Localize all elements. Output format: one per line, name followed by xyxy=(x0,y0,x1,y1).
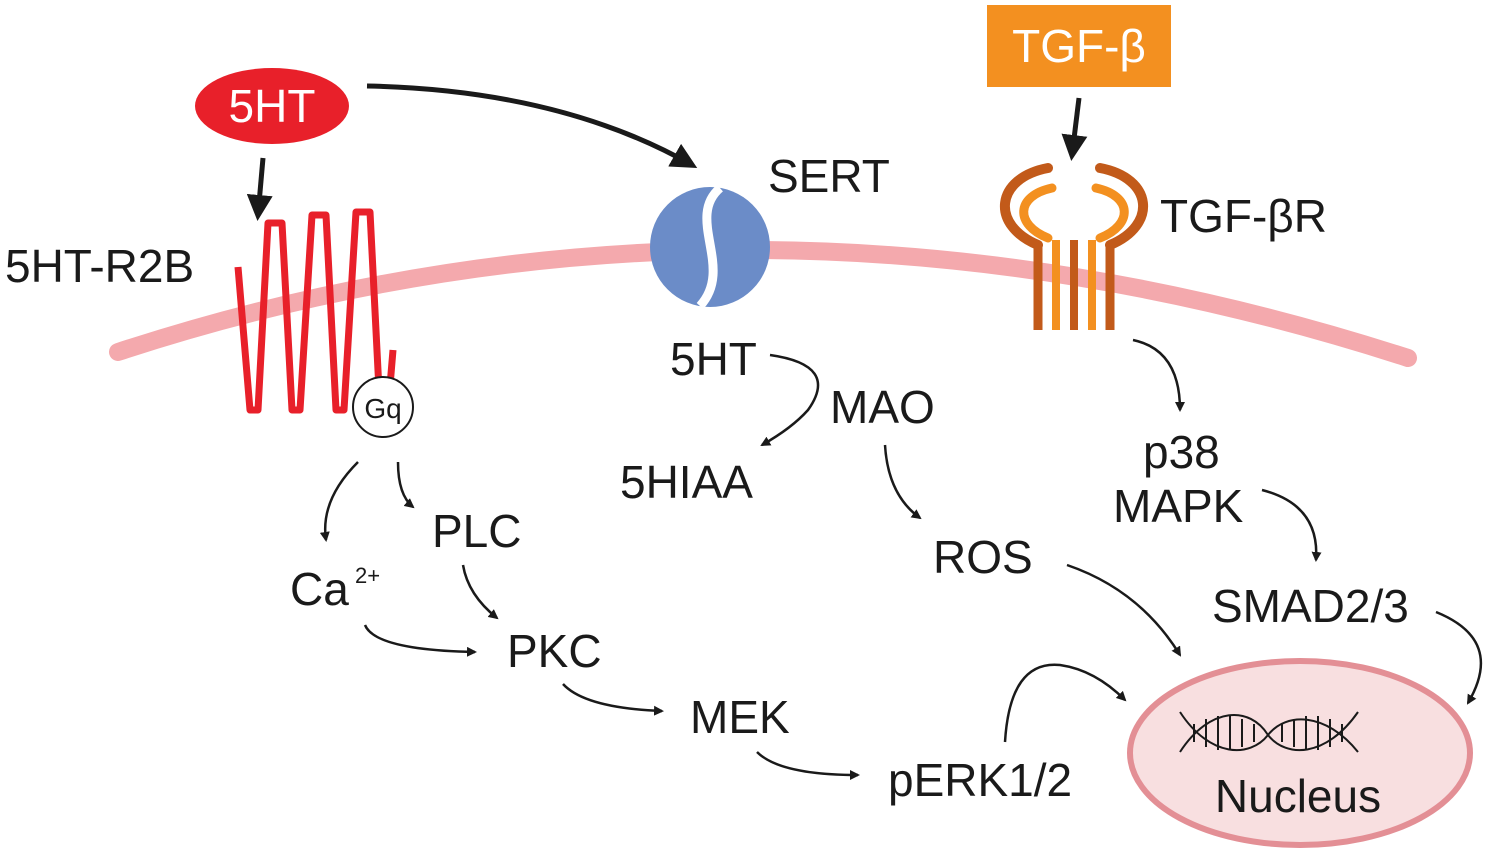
serotonin-ligand: 5HT xyxy=(195,68,349,144)
arrow-tgfb-to-receptor xyxy=(1061,97,1088,161)
arrow-mapk-to-smad xyxy=(1261,488,1322,562)
calcium-charge-label: 2+ xyxy=(355,563,380,588)
arrow-mek-to-perk xyxy=(756,751,860,780)
sert-label: SERT xyxy=(768,150,890,202)
tgf-beta-receptor-label: TGF-βR xyxy=(1160,190,1327,242)
arrow-5ht-to-5hiaa xyxy=(760,353,820,447)
5hiaa-label: 5HIAA xyxy=(620,456,753,508)
tgf-beta-label: TGF-β xyxy=(1012,20,1146,72)
arrow-gq-to-calcium xyxy=(319,461,359,542)
perk-label: pERK1/2 xyxy=(888,754,1072,806)
plc-label: PLC xyxy=(432,505,521,557)
calcium-node: Ca 2+ xyxy=(290,563,380,615)
arrow-calcium-to-pkc xyxy=(363,624,477,657)
mao-label: MAO xyxy=(830,381,935,433)
gq-protein: Gq xyxy=(352,376,414,438)
tgf-beta-ligand: TGF-β xyxy=(987,5,1171,87)
arrow-gq-to-plc xyxy=(396,461,415,509)
htr2b-label: 5HT-R2B xyxy=(5,240,194,292)
arrow-ros-to-nucleus xyxy=(1066,563,1182,657)
gq-label: Gq xyxy=(364,393,401,424)
dna-icon xyxy=(1179,711,1359,753)
arrow-receptor-to-p38 xyxy=(1132,338,1185,412)
sert-transporter: SERT xyxy=(650,150,890,310)
arrow-perk-to-nucleus xyxy=(1003,663,1127,743)
mapk-label: MAPK xyxy=(1113,480,1244,532)
nucleus: Nucleus xyxy=(1127,658,1473,848)
nucleus-label: Nucleus xyxy=(1215,770,1381,822)
mek-label: MEK xyxy=(690,691,790,743)
calcium-label: Ca xyxy=(290,563,349,615)
arrow-5ht-to-sert xyxy=(366,83,698,168)
arrow-plc-to-pkc xyxy=(461,564,499,620)
tgf-beta-receptor: TGF-βR xyxy=(999,163,1327,330)
smad-label: SMAD2/3 xyxy=(1212,580,1409,632)
htr2b-receptor: 5HT-R2B xyxy=(5,208,397,414)
arrow-5ht-to-htr2b xyxy=(246,157,273,221)
p38-label: p38 xyxy=(1143,426,1220,478)
intracellular-5ht-label: 5HT xyxy=(670,333,757,385)
pkc-label: PKC xyxy=(507,625,602,677)
arrow-smad-to-nucleus xyxy=(1435,610,1483,705)
serotonin-label: 5HT xyxy=(229,80,316,132)
arrow-pkc-to-mek xyxy=(562,683,664,716)
arrow-mao-to-ros xyxy=(883,444,922,520)
ros-label: ROS xyxy=(933,531,1033,583)
